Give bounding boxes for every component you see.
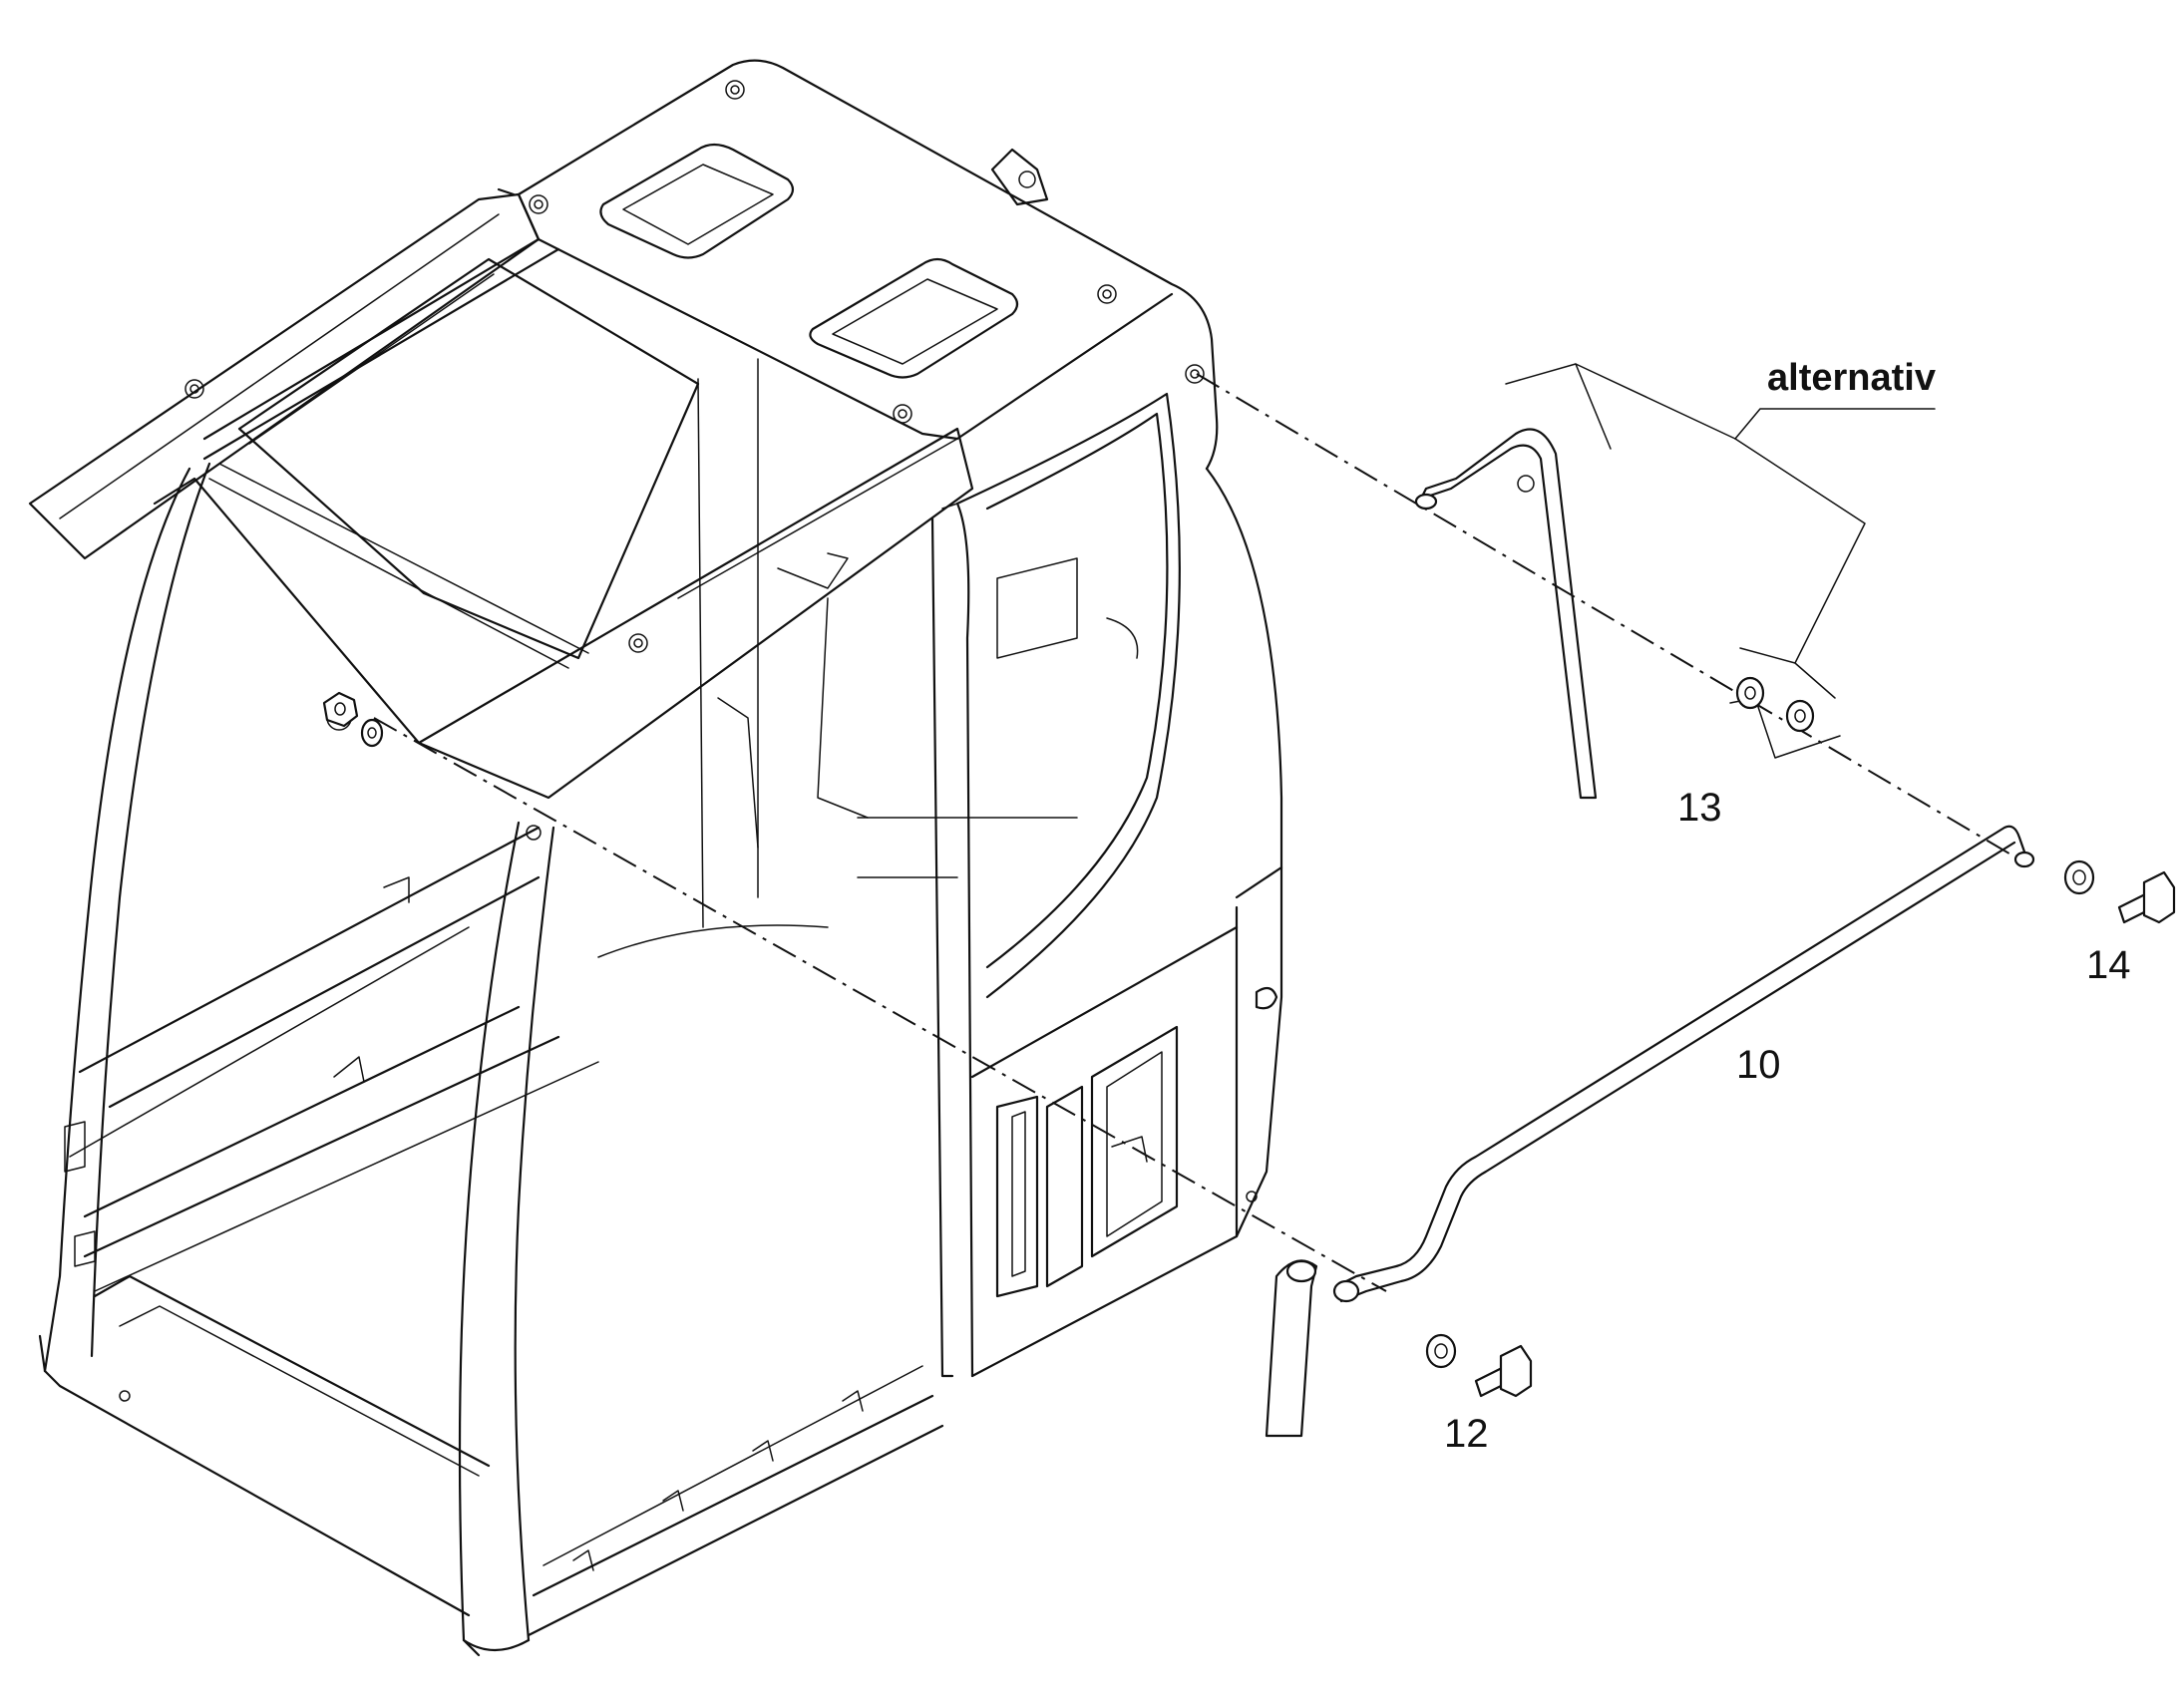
fastener-12: [1425, 1333, 1533, 1398]
handrail-10: [1332, 825, 2035, 1303]
part-number-10: 10: [1736, 1043, 1781, 1087]
centerline-upper: [1196, 373, 2025, 863]
fastener-14: [2063, 859, 2176, 924]
cab-frame: [28, 59, 1283, 1657]
alternative-handrail: [1414, 428, 1598, 800]
part-number-12: 12: [1444, 1412, 1489, 1456]
part-number-13: 13: [1677, 786, 1722, 830]
centerlines: [373, 373, 2025, 1292]
mounting-stub: [1265, 1259, 1318, 1438]
centerline-lower: [373, 717, 1387, 1292]
nut-washer-left: [322, 691, 384, 748]
alternativ-label: alternativ: [1767, 357, 1936, 399]
washers-13: [1735, 676, 1815, 733]
part-number-14: 14: [2086, 943, 2131, 987]
alternativ-bracket: [1505, 363, 1936, 759]
